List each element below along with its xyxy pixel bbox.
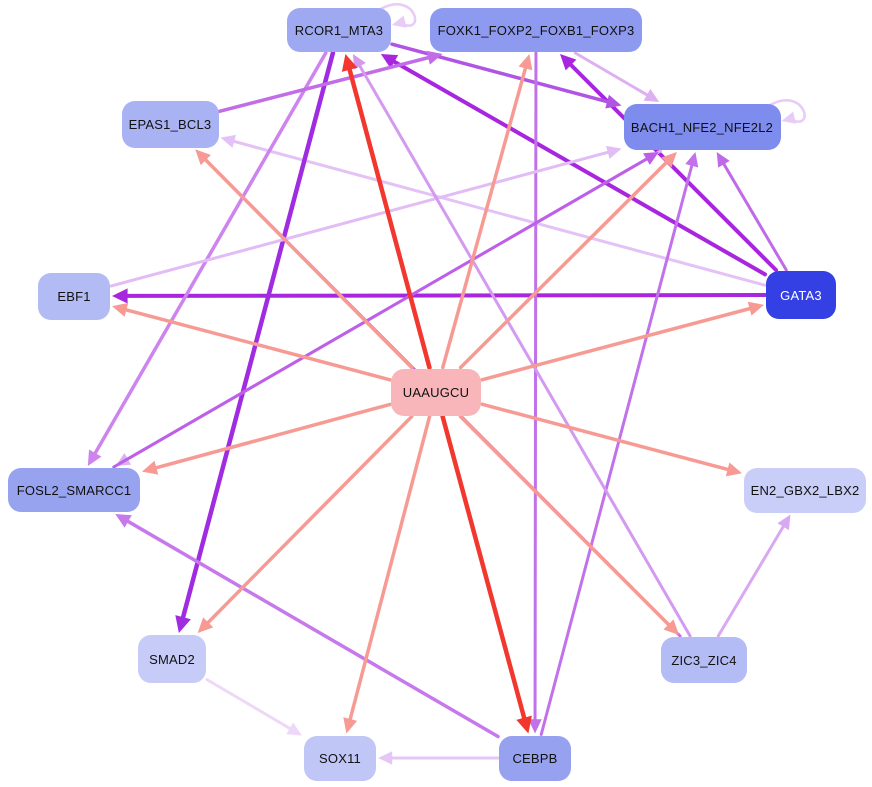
edge-GATA3-to-RCOR1_MTA3 — [384, 54, 767, 277]
edge-RCOR1_MTA3-to-BACH1_NFE2_NFE2L2-arrow — [605, 94, 622, 109]
edge-SMAD2-to-SOX11-arrow — [286, 722, 302, 736]
node-EN2_GBX2_LBX2[interactable]: EN2_GBX2_LBX2 — [744, 467, 866, 513]
edge-UAAUGCU-to-FOSL2_SMARCC1 — [146, 402, 392, 472]
edge-RCOR1_MTA3-to-SMAD2-arrow — [175, 615, 191, 633]
edge-ZIC3_ZIC4-to-EN2_GBX2_LBX2 — [716, 518, 789, 638]
edge-EBF1-to-BACH1_NFE2_NFE2L2 — [109, 148, 618, 288]
edge-GATA3-to-BACH1_NFE2_NFE2L2 — [718, 155, 788, 272]
edge-UAAUGCU-to-CEBPB — [440, 414, 530, 730]
edge-RCOR1_MTA3-to-SMAD2 — [178, 50, 336, 630]
node-SOX11[interactable]: SOX11 — [304, 735, 376, 781]
edge-UAAUGCU-to-SOX11-arrow — [343, 717, 358, 734]
edge-CEBPB-to-BACH1_NFE2_NFE2L2-arrow — [685, 152, 699, 168]
node-EPAS1_BCL3[interactable]: EPAS1_BCL3 — [121, 100, 219, 148]
node-FOXK1_FOXP2_FOXB1_FOXP3[interactable]: FOXK1_FOXP2_FOXB1_FOXP3 — [430, 8, 642, 52]
node-ZIC3_ZIC4[interactable]: ZIC3_ZIC4 — [661, 637, 747, 683]
edge-UAAUGCU-to-CEBPB-arrow — [516, 715, 532, 734]
node-UAAUGCU[interactable]: UAAUGCU — [391, 368, 481, 416]
edge-UAAUGCU-to-EN2_GBX2_LBX2 — [480, 402, 738, 474]
edge-ZIC3_ZIC4-to-RCOR1_MTA3 — [354, 57, 692, 638]
edge-FOXK1_FOXP2_FOXB1_FOXP3-to-BACH1_NFE2_NFE2L2-arrow — [643, 89, 660, 102]
edge-UAAUGCU-to-ZIC3_ZIC4-arrow — [663, 619, 679, 635]
edge-GATA3-to-EPAS1_BCL3-arrow — [220, 134, 236, 148]
edge-UAAUGCU-to-EBF1 — [116, 305, 392, 382]
edge-FOXK1_FOXP2_FOXB1_FOXP3-to-CEBPB — [533, 51, 538, 729]
node-RCOR1_MTA3[interactable]: RCOR1_MTA3 — [287, 8, 391, 52]
edge-FOXK1_FOXP2_FOXB1_FOXP3-to-CEBPB-arrow — [528, 719, 542, 734]
edge-BACH1_NFE2_NFE2L2-to-BACH1_NFE2_NFE2L2-arrow — [781, 111, 797, 124]
edge-UAAUGCU-to-FOSL2_SMARCC1-arrow — [142, 460, 159, 475]
node-BACH1_NFE2_NFE2L2[interactable]: BACH1_NFE2_NFE2L2 — [623, 104, 781, 150]
node-EBF1[interactable]: EBF1 — [38, 272, 110, 320]
edge-UAAUGCU-to-EPAS1_BCL3 — [197, 152, 414, 370]
edge-UAAUGCU-to-FOXK1_FOXP2_FOXB1_FOXP3-arrow — [518, 54, 533, 71]
edge-UAAUGCU-to-SOX11 — [346, 414, 432, 730]
edge-RCOR1_MTA3-to-FOSL2_SMARCC1-arrow — [87, 449, 102, 466]
edge-EPAS1_BCL3-to-FOXK1_FOXP2_FOXB1_FOXP3-arrow — [426, 50, 443, 65]
edge-UAAUGCU-to-EN2_GBX2_LBX2-arrow — [725, 462, 742, 477]
edge-GATA3-to-EBF1 — [116, 293, 767, 298]
edge-FOSL2_SMARCC1-to-BACH1_NFE2_NFE2L2 — [112, 153, 656, 469]
edge-GATA3-to-BACH1_NFE2_NFE2L2-arrow — [716, 152, 730, 168]
edge-UAAUGCU-to-EBF1-arrow — [112, 302, 129, 317]
edge-ZIC3_ZIC4-to-EN2_GBX2_LBX2-arrow — [777, 514, 791, 531]
edge-EPAS1_BCL3-to-FOXK1_FOXP2_FOXB1_FOXP3 — [217, 53, 439, 114]
edge-EBF1-to-BACH1_NFE2_NFE2L2-arrow — [606, 145, 622, 159]
edge-UAAUGCU-to-RCOR1_MTA3 — [344, 57, 432, 370]
edge-RCOR1_MTA3-to-FOSL2_SMARCC1 — [89, 51, 328, 463]
edge-GATA3-to-RCOR1_MTA3-arrow — [380, 54, 399, 69]
node-FOSL2_SMARCC1[interactable]: FOSL2_SMARCC1 — [8, 468, 140, 512]
node-SMAD2[interactable]: SMAD2 — [138, 635, 206, 683]
edge-CEBPB-to-SOX11-arrow — [378, 751, 393, 765]
edge-UAAUGCU-to-EPAS1_BCL3-arrow — [195, 149, 211, 166]
edge-ZIC3_ZIC4-to-RCOR1_MTA3-arrow — [352, 54, 366, 70]
edge-UAAUGCU-to-ZIC3_ZIC4 — [458, 414, 677, 633]
edge-CEBPB-to-FOSL2_SMARCC1-arrow — [115, 514, 132, 528]
edge-UAAUGCU-to-GATA3 — [480, 304, 760, 382]
edge-UAAUGCU-to-GATA3-arrow — [747, 301, 764, 316]
edge-CEBPB-to-FOSL2_SMARCC1 — [118, 515, 500, 739]
node-GATA3[interactable]: GATA3 — [766, 271, 836, 319]
edge-SMAD2-to-SOX11 — [205, 678, 299, 735]
edge-BACH1_NFE2_NFE2L2-to-BACH1_NFE2_NFE2L2 — [767, 99, 806, 123]
edge-UAAUGCU-to-FOXK1_FOXP2_FOXB1_FOXP3 — [441, 58, 530, 370]
edge-UAAUGCU-to-RCOR1_MTA3-arrow — [341, 54, 358, 72]
edge-UAAUGCU-to-BACH1_NFE2_NFE2L2 — [458, 154, 675, 370]
edge-GATA3-to-FOXK1_FOXP2_FOXB1_FOXP3-arrow — [560, 54, 577, 71]
edge-FOSL2_SMARCC1-to-BACH1_NFE2_NFE2L2-arrow — [643, 152, 659, 165]
edge-UAAUGCU-to-BACH1_NFE2_NFE2L2-arrow — [661, 152, 677, 168]
node-CEBPB[interactable]: CEBPB — [499, 735, 571, 781]
edge-RCOR1_MTA3-to-RCOR1_MTA3 — [377, 3, 417, 27]
edge-GATA3-to-EBF1-arrow — [112, 288, 128, 304]
edge-UAAUGCU-to-SMAD2-arrow — [197, 617, 214, 633]
edge-CEBPB-to-BACH1_NFE2_NFE2L2 — [539, 156, 696, 736]
edge-RCOR1_MTA3-to-RCOR1_MTA3-arrow — [392, 15, 407, 28]
edge-FOXK1_FOXP2_FOXB1_FOXP3-to-BACH1_NFE2_NFE2L2 — [573, 51, 656, 101]
edge-GATA3-to-EPAS1_BCL3 — [224, 137, 767, 287]
edge-UAAUGCU-to-SMAD2 — [200, 414, 414, 631]
